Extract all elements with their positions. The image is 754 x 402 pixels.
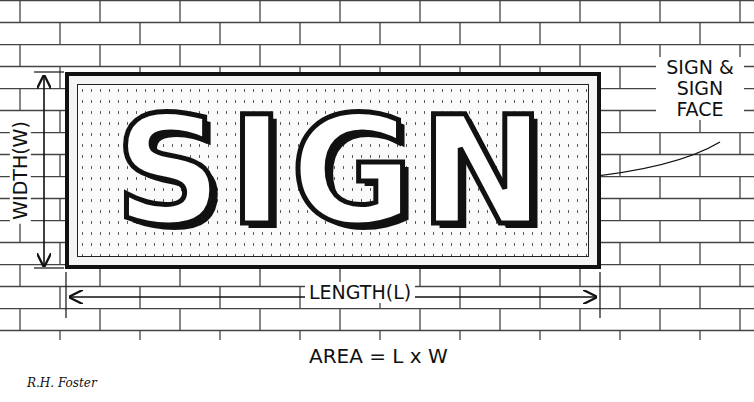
width-dimension [43,76,45,266]
dimension-label: LENGTH(L) [305,282,415,303]
extension-line [65,272,66,318]
extension-line [34,267,64,268]
brick-pattern [0,0,754,340]
callout-label: SIGN & SIGN FACE [656,57,744,120]
extension-line [34,71,64,72]
sign-lettering: SIGN [115,96,552,246]
sign-board: SIGN [65,72,601,269]
dimension-label: WIDTH(W) [10,117,31,224]
ground [0,340,754,402]
signature: R.H. Foster [23,377,101,390]
formula-label: AREA = L x W [305,345,452,367]
extension-line [599,272,600,318]
